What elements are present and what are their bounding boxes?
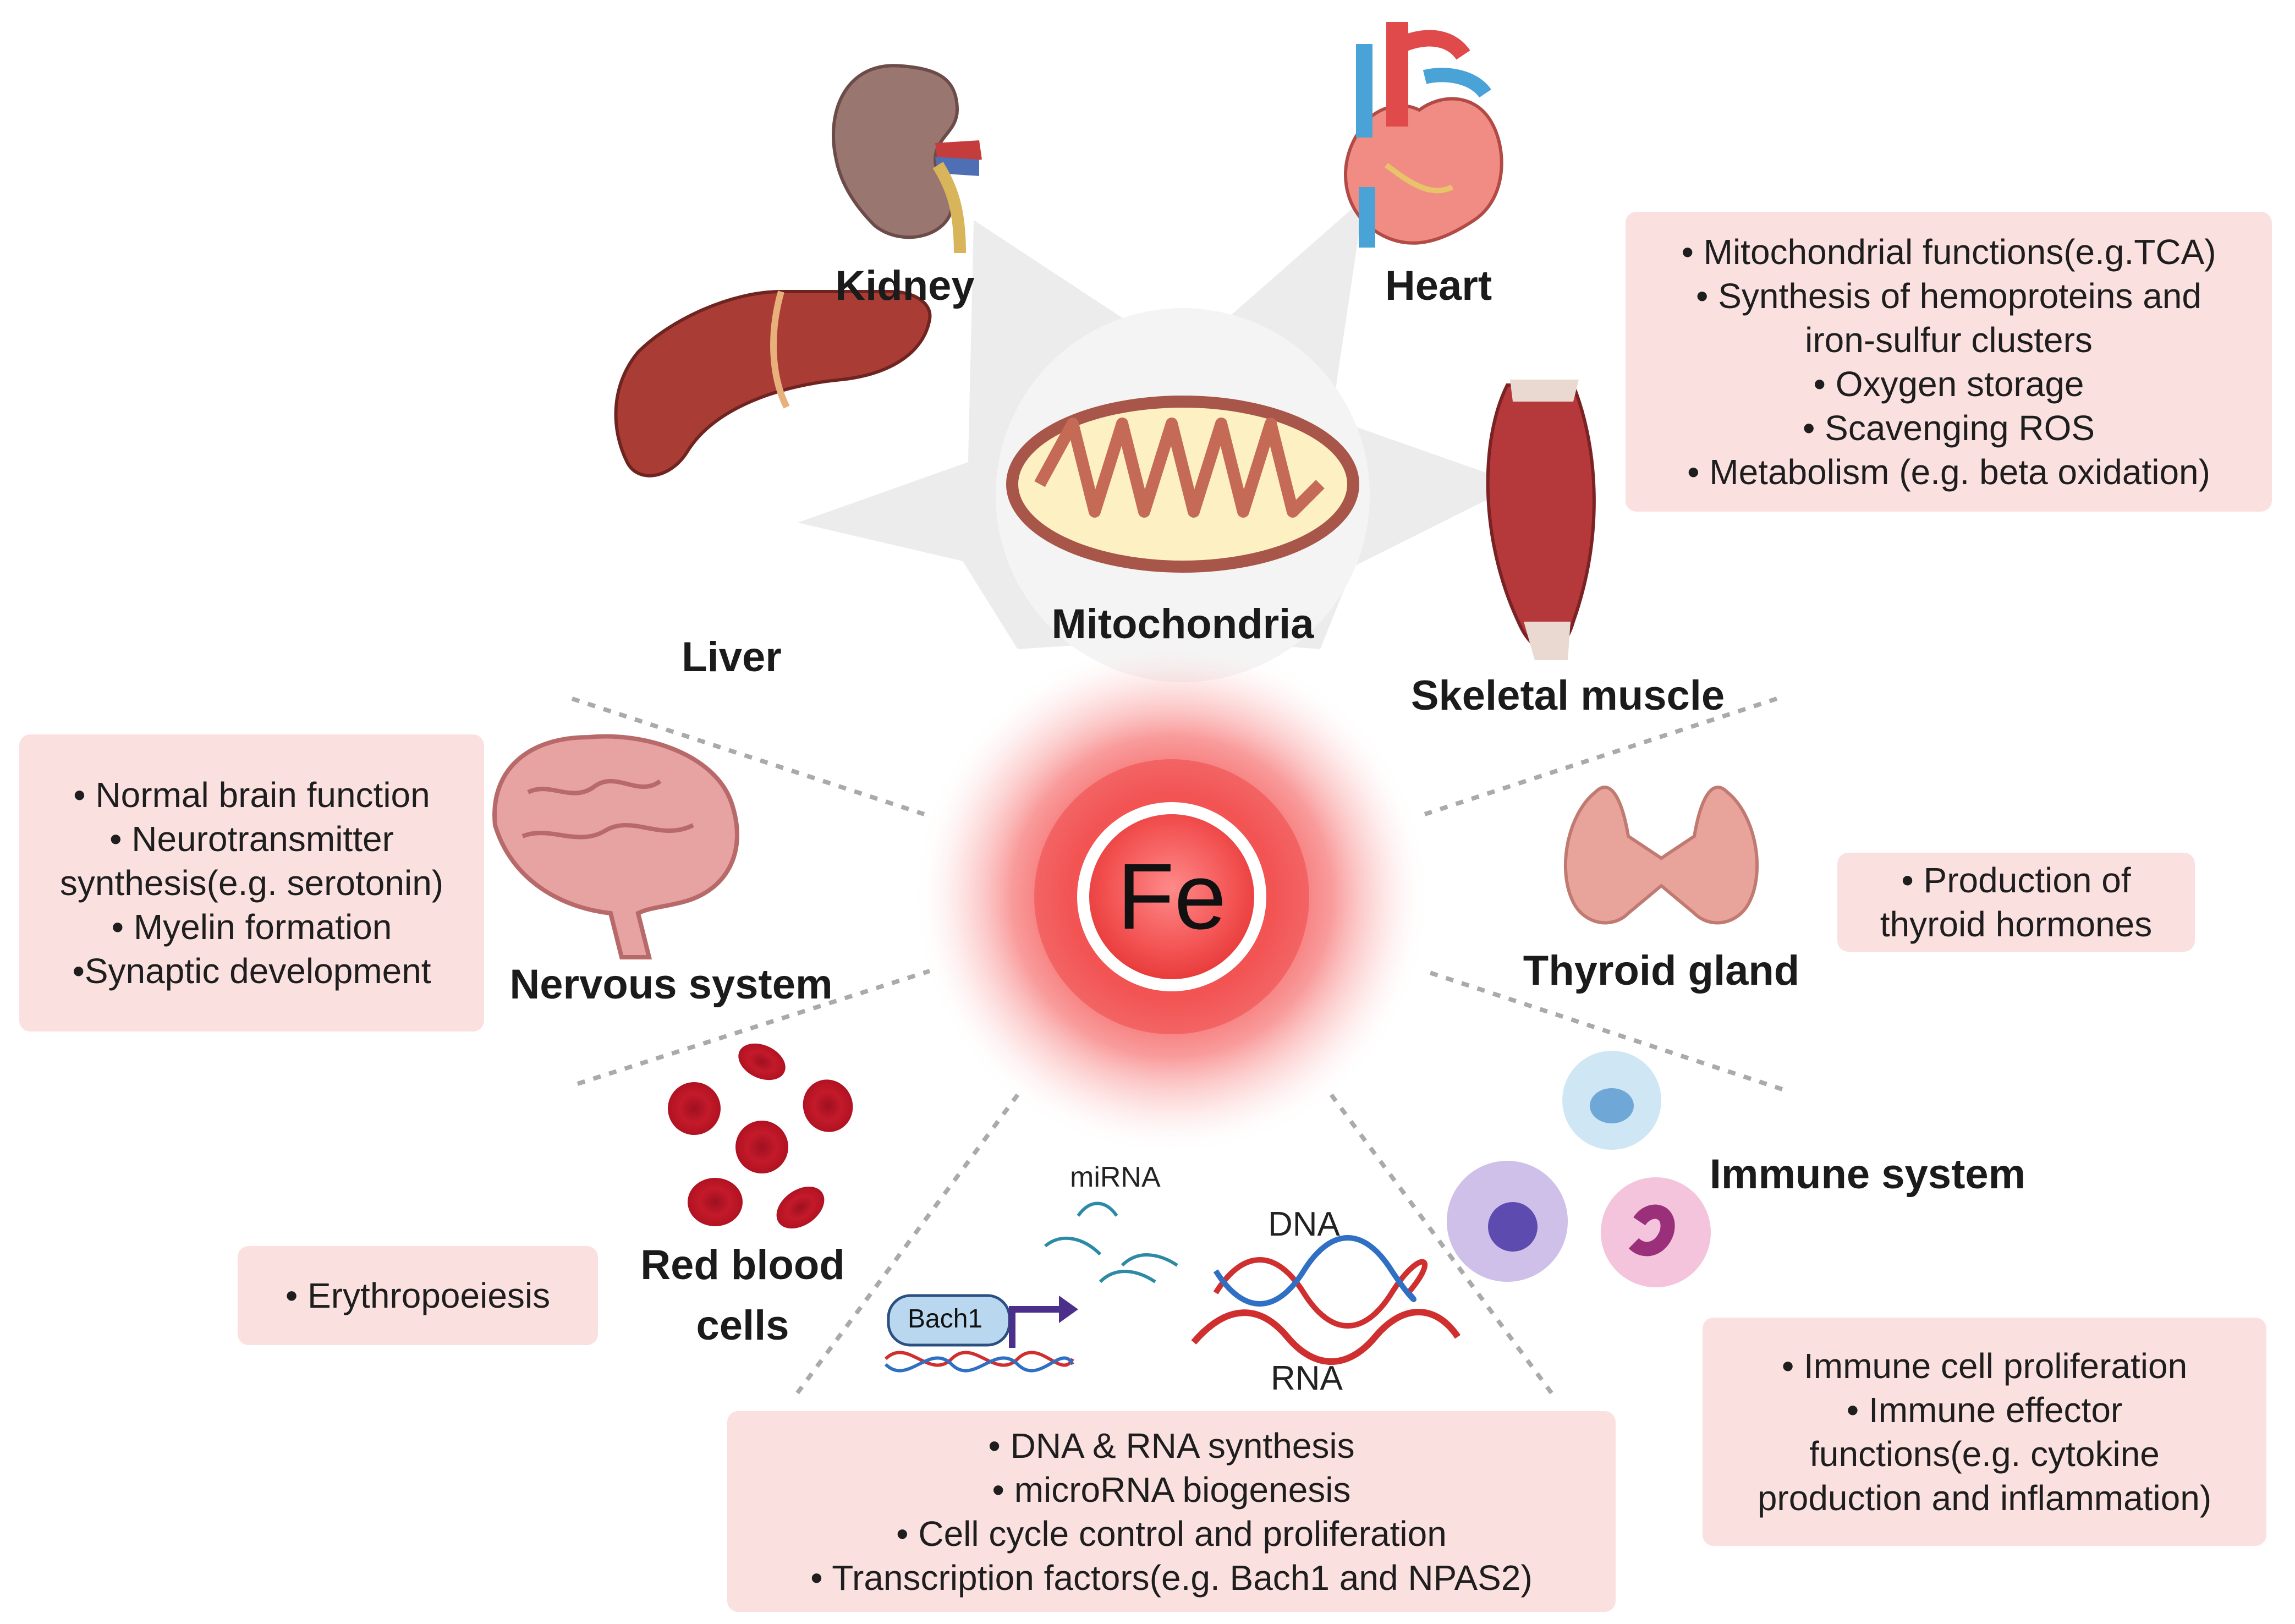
rbc-box-line: • Erythropoeiesis (285, 1276, 551, 1315)
mitochondria-box-line: • Metabolism (e.g. beta oxidation) (1687, 452, 2210, 492)
red-blood-cells-icon (668, 1043, 853, 1229)
dna-label: DNA (1268, 1205, 1340, 1243)
red-blood-cells-label-line2: cells (696, 1302, 789, 1349)
rbc-functions-box: • Erythropoeiesis (238, 1246, 598, 1345)
liver-label: Liver (682, 634, 782, 681)
heart-label: Heart (1385, 262, 1492, 309)
thyroid-box-line: thyroid hormones (1880, 904, 2153, 944)
nucleic-box-line: • microRNA biogenesis (992, 1469, 1351, 1510)
mitochondria-box-line: iron-sulfur clusters (1805, 320, 2093, 360)
fe-glow (913, 638, 1430, 1155)
fe-symbol: Fe (1117, 844, 1227, 949)
nervous-system-label: Nervous system (509, 961, 833, 1008)
nervous-functions-box: • Normal brain function • Neurotransmitt… (19, 734, 484, 1032)
mitochondria-box-line: • Scavenging ROS (1802, 408, 2095, 448)
nervous-box-line: synthesis(e.g. serotonin) (59, 863, 444, 903)
nucleic-box-line: • DNA & RNA synthesis (988, 1425, 1355, 1466)
thyroid-box-line: • Production of (1901, 860, 2131, 900)
nervous-box-line: • Neurotransmitter (109, 819, 394, 859)
kidney-label: Kidney (835, 262, 975, 309)
thyroid-icon (1563, 786, 1759, 925)
kidney-icon (832, 64, 982, 254)
mitochondria-functions-box: • Mitochondrial functions(e.g.TCA) • Syn… (1626, 212, 2272, 512)
skeletal-muscle-icon (1486, 380, 1596, 660)
liver-icon (614, 290, 932, 478)
nervous-box-line: • Normal brain function (73, 775, 430, 815)
nervous-box-line: •Synaptic development (72, 951, 431, 991)
dotted-separators (571, 696, 1783, 1402)
thyroid-gland-label: Thyroid gland (1523, 947, 1800, 994)
mirna-label: miRNA (1070, 1161, 1161, 1193)
nucleic-functions-box: • DNA & RNA synthesis • microRNA biogene… (727, 1411, 1616, 1612)
mitochondria-icon (1006, 396, 1359, 573)
bach1-gene-icon (884, 1294, 1078, 1373)
immune-box-line: functions(e.g. cytokine (1809, 1434, 2160, 1474)
nervous-box-line: • Myelin formation (111, 907, 392, 947)
mitochondria-box-line: • Oxygen storage (1813, 364, 2084, 404)
thyroid-functions-box: • Production of thyroid hormones (1837, 853, 2195, 952)
immune-cells-icon (1447, 1051, 1711, 1287)
skeletal-muscle-label: Skeletal muscle (1410, 672, 1725, 719)
nucleic-box-line: • Cell cycle control and proliferation (896, 1513, 1447, 1554)
mitochondria-box-line: • Synthesis of hemoproteins and (1696, 276, 2201, 316)
mitochondria-label: Mitochondria (1051, 601, 1314, 648)
dna-helix-icon (1213, 1235, 1428, 1329)
mitochondria-box-line: • Mitochondrial functions(e.g.TCA) (1681, 232, 2216, 272)
immune-functions-box: • Immune cell proliferation • Immune eff… (1703, 1318, 2266, 1546)
nucleic-box-line: • Transcription factors(e.g. Bach1 and N… (810, 1557, 1533, 1598)
mirna-icon (1044, 1201, 1178, 1283)
brain-icon (492, 734, 739, 959)
immune-box-line: production and inflammation) (1757, 1478, 2212, 1518)
immune-box-line: • Immune effector (1846, 1390, 2123, 1430)
heart-icon (1344, 22, 1503, 248)
bach1-label: Bach1 (908, 1304, 983, 1334)
immune-system-label: Immune system (1709, 1151, 2026, 1198)
rna-label: RNA (1271, 1359, 1343, 1397)
rna-strand-icon (1191, 1309, 1461, 1365)
red-blood-cells-label-line1: Red blood (640, 1242, 845, 1288)
immune-box-line: • Immune cell proliferation (1781, 1346, 2188, 1386)
